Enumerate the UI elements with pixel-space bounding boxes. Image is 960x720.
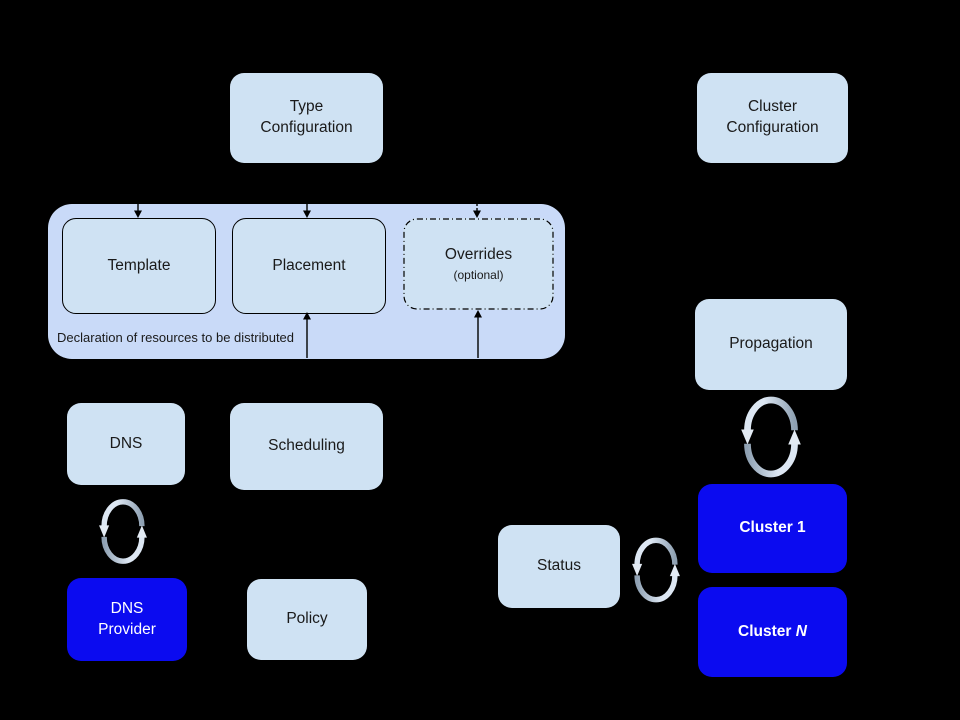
node-label: Status: [537, 557, 581, 575]
node-label: Type Configuration: [260, 98, 353, 136]
node-scheduling: Scheduling: [230, 403, 383, 490]
node-type-configuration: Type Configuration: [230, 73, 383, 163]
node-dns-provider: DNS Provider: [67, 578, 187, 661]
resource-declaration-caption: Declaration of resources to be distribut…: [57, 330, 295, 345]
node-status: Status: [498, 525, 620, 608]
node-placement: Placement: [232, 218, 386, 314]
node-label: Template: [107, 256, 171, 274]
node-label: Scheduling: [268, 437, 345, 455]
node-cluster-configuration: Cluster Configuration: [697, 73, 848, 163]
node-label: Cluster Configuration: [726, 98, 819, 136]
node-label: Cluster N: [738, 622, 807, 643]
node-label: DNS: [109, 434, 143, 452]
node-label: Cluster 1: [739, 519, 806, 537]
node-label-prefix: Cluster: [738, 622, 796, 640]
node-propagation: Propagation: [695, 299, 847, 390]
node-label-suffix: N: [795, 622, 807, 640]
node-label: Placement: [272, 256, 346, 274]
sync-icon-propagation-cluster: [737, 395, 805, 479]
node-overrides: Overrides (optional): [403, 218, 554, 310]
node-label: Policy: [286, 610, 328, 628]
node-dns: DNS: [67, 403, 185, 485]
sync-icon-status-cluster: [629, 534, 683, 606]
node-sublabel: (optional): [453, 267, 504, 282]
node-label: DNS Provider: [98, 599, 156, 638]
node-cluster-1: Cluster 1: [698, 484, 847, 573]
sync-icon-dns-provider: [96, 494, 150, 569]
node-cluster-n: Cluster N: [698, 587, 847, 677]
node-label: Overrides: [444, 245, 513, 263]
node-template: Template: [62, 218, 216, 314]
node-label: Propagation: [729, 335, 813, 353]
node-policy: Policy: [247, 579, 367, 660]
